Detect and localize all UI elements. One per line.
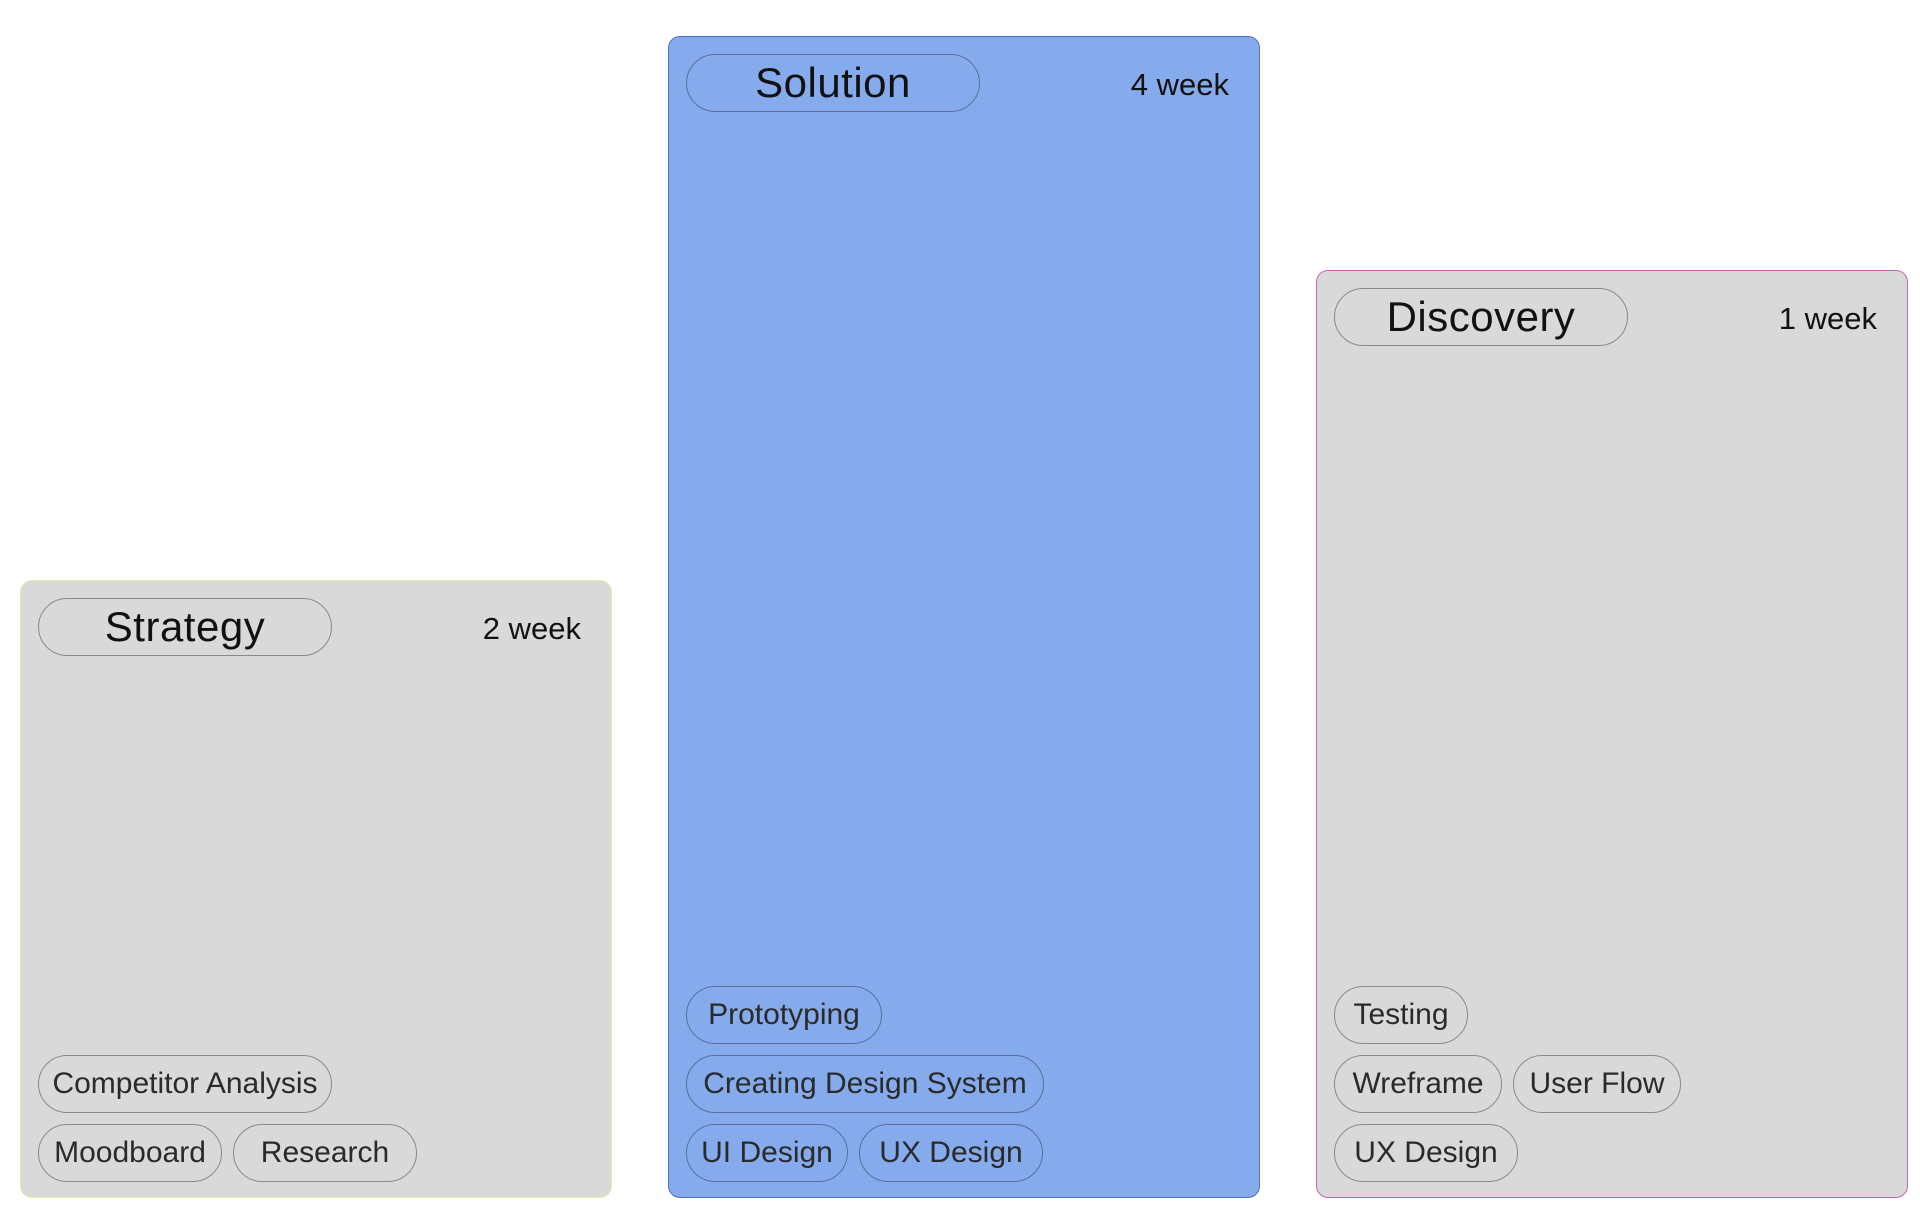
activity-chip-ux-design[interactable]: UX Design — [1334, 1124, 1518, 1182]
phase-title-pill[interactable]: Strategy — [38, 598, 332, 656]
activity-chips: Testing Wreframe User Flow UX Design — [1334, 986, 1681, 1182]
chip-row: Testing — [1334, 986, 1681, 1044]
phase-card-solution: Solution 4 week Prototyping Creating Des… — [668, 36, 1260, 1198]
chip-row: Prototyping — [686, 986, 1044, 1044]
activity-chip-testing[interactable]: Testing — [1334, 986, 1468, 1044]
chip-row: Competitor Analysis — [38, 1055, 417, 1113]
phase-card-strategy: Strategy 2 week Competitor Analysis Mood… — [20, 580, 612, 1198]
activity-chip-moodboard[interactable]: Moodboard — [38, 1124, 222, 1182]
activity-chips: Competitor Analysis Moodboard Research — [38, 1055, 417, 1182]
activity-chips: Prototyping Creating Design System UI De… — [686, 986, 1044, 1182]
chip-row: UX Design — [1334, 1124, 1681, 1182]
activity-chip-ux-design[interactable]: UX Design — [859, 1124, 1043, 1182]
chip-row: Wreframe User Flow — [1334, 1055, 1681, 1113]
phase-title-pill[interactable]: Discovery — [1334, 288, 1628, 346]
activity-chip-prototyping[interactable]: Prototyping — [686, 986, 882, 1044]
activity-chip-research[interactable]: Research — [233, 1124, 417, 1182]
activity-chip-creating-design-system[interactable]: Creating Design System — [686, 1055, 1044, 1113]
activity-chip-wreframe[interactable]: Wreframe — [1334, 1055, 1502, 1113]
phase-duration: 4 week — [1130, 67, 1229, 102]
phase-duration: 2 week — [482, 611, 581, 646]
phase-duration: 1 week — [1778, 301, 1877, 336]
chip-row: Moodboard Research — [38, 1124, 417, 1182]
chip-row: Creating Design System — [686, 1055, 1044, 1113]
activity-chip-competitor-analysis[interactable]: Competitor Analysis — [38, 1055, 332, 1113]
activity-chip-user-flow[interactable]: User Flow — [1513, 1055, 1681, 1113]
chip-row: UI Design UX Design — [686, 1124, 1044, 1182]
phase-card-discovery: Discovery 1 week Testing Wreframe User F… — [1316, 270, 1908, 1198]
phase-title-pill[interactable]: Solution — [686, 54, 980, 112]
activity-chip-ui-design[interactable]: UI Design — [686, 1124, 848, 1182]
